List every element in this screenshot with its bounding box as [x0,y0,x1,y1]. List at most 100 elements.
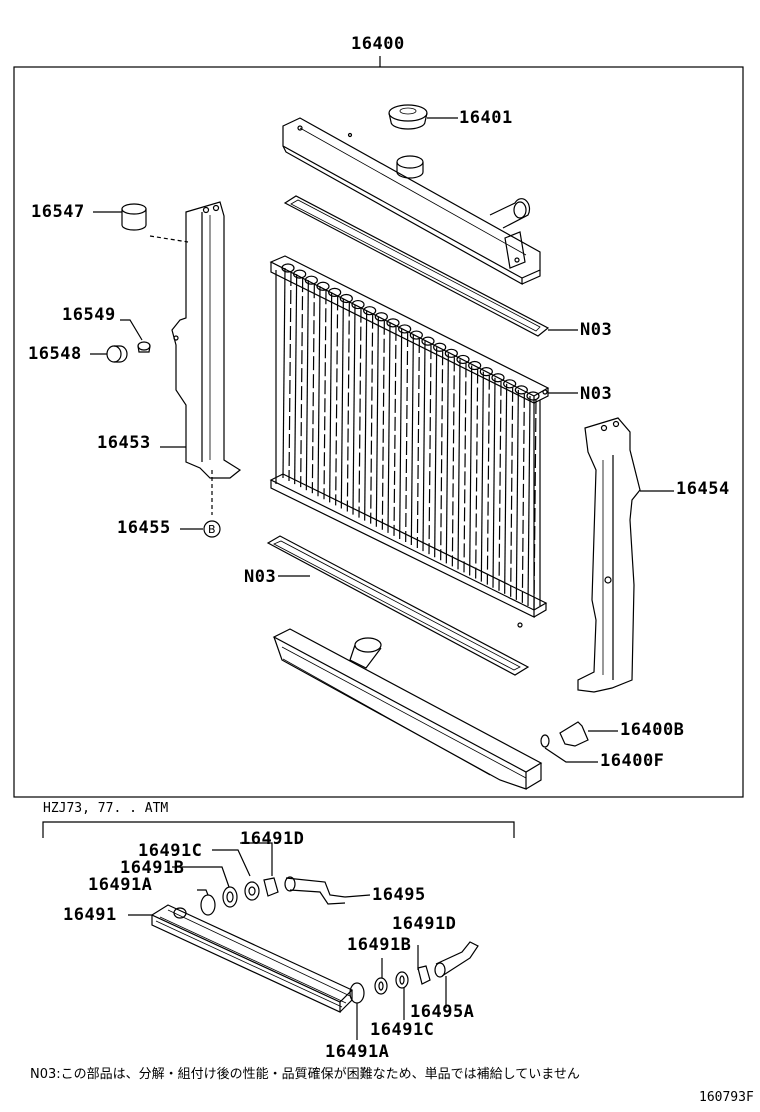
core-tube-end [374,312,388,322]
upper-cooler-fittings [172,842,371,916]
part-label-left-support: 16453 [97,433,151,453]
bumper-part [93,203,147,231]
part-label-cooler-ring-a-lower: 16491A [325,1042,390,1062]
core-tube [469,365,473,576]
part-label-cooler-nut-d-lower: 16491D [392,914,457,934]
core-tube [323,290,327,500]
assembly-frame [13,66,744,798]
core-tube-end [503,379,517,389]
core-tube [300,278,304,488]
drain-cock-part [540,721,618,763]
left-support-frame [149,201,242,515]
core-tube-end [293,269,307,279]
variant-bracket [42,821,515,838]
core-tube [329,292,333,503]
part-label-gasket-upper: N03 [580,320,613,340]
core-tube [533,399,537,610]
variant-caption: HZJ73, 77. . ATM [43,801,169,816]
core-tube [457,359,461,570]
core-tube-end [479,367,493,377]
core-tube [428,345,432,555]
part-label-left-support-bolt: 16455 [117,518,171,538]
footnote: N03:この部品は、分解・組付け後の性能・品質確保が困難なため、単品では補給して… [30,1067,580,1082]
part-label-cooler-washer-c-lower: 16491C [370,1020,435,1040]
part-label-support-bolt: 16549 [62,305,116,325]
core-tube [405,332,409,542]
core-tube [381,320,385,530]
lower-tank [272,628,543,790]
part-label-cooler-nut-d-upper: 16491D [240,829,305,849]
part-label-support-cushion: 16548 [28,344,82,364]
part-label-cooler-hose-lower: 16495A [410,1002,475,1022]
core-tube-end [363,306,377,316]
part-label-drain-cock: 16400B [620,720,685,740]
core-tube [317,286,321,497]
core-tube [370,314,374,524]
core-tube [527,395,531,607]
part-label-gasket-lower: N03 [244,567,277,587]
core-tube [434,347,438,558]
part-label-gasket-tank: N03 [580,384,613,404]
core-tube [463,363,467,573]
part-label-cooler: 16491 [63,905,117,925]
figure-code: 160793F [699,1090,754,1105]
upper-gasket [283,195,578,337]
core-tube [311,284,315,494]
lower-gasket [266,535,530,676]
core-tube [521,393,525,603]
core-tube [399,328,403,539]
core-tube-end [351,299,365,310]
core-tube [515,389,519,600]
lower-cooler-fittings [349,941,479,1040]
core-tube [375,316,379,527]
part-label-cooler-washer-b-upper: 16491B [120,858,185,878]
part-label-cooler-washer-b-lower: 16491B [347,935,412,955]
core-tube-end [514,385,528,395]
core-tube-end [421,336,435,346]
core-tube [393,326,397,536]
core-tube-end [386,318,400,328]
part-label-cooler-washer-c-upper: 16491C [138,841,203,861]
radiator-cap [388,104,458,130]
core-tube [410,335,414,546]
core-tube-end [281,263,295,273]
part-label-cap: 16401 [459,108,513,128]
core-tube [422,341,426,552]
core-tube-end [456,354,470,365]
core-tube-end [526,391,540,401]
core-tube [387,322,391,533]
part-label-right-support: 16454 [676,479,730,499]
core-tube [335,296,339,506]
core-tube [445,353,449,564]
core-tube [504,383,508,594]
core-tube-end [304,275,318,285]
core-tube-end [398,324,412,334]
part-label-bumper: 16547 [31,202,85,222]
radiator-core [269,255,578,628]
core-tube [486,375,490,585]
core-tube-end [328,287,342,297]
core-tube [451,357,455,567]
core-tube [358,308,362,518]
assembly-number: 16400 [351,34,405,54]
upper-tank [282,117,541,286]
core-tube [282,267,286,479]
core-tube [498,381,502,591]
core-tube [288,271,292,482]
core-tube-end [468,360,482,371]
core-tube [340,298,344,509]
ref-circle [203,520,221,538]
core-tube [346,302,350,512]
core-tube-end [491,373,505,383]
core-tube [294,274,298,485]
right-support-frame [577,417,674,693]
part-label-cooler-ring-a-upper: 16491A [88,875,153,895]
core-tube-end [433,342,447,352]
small-fasteners [90,319,151,363]
core-tube [475,369,479,579]
core-tube [440,351,444,561]
core-tube [492,377,496,588]
core-tube [416,339,420,549]
core-tube-end [316,281,330,291]
